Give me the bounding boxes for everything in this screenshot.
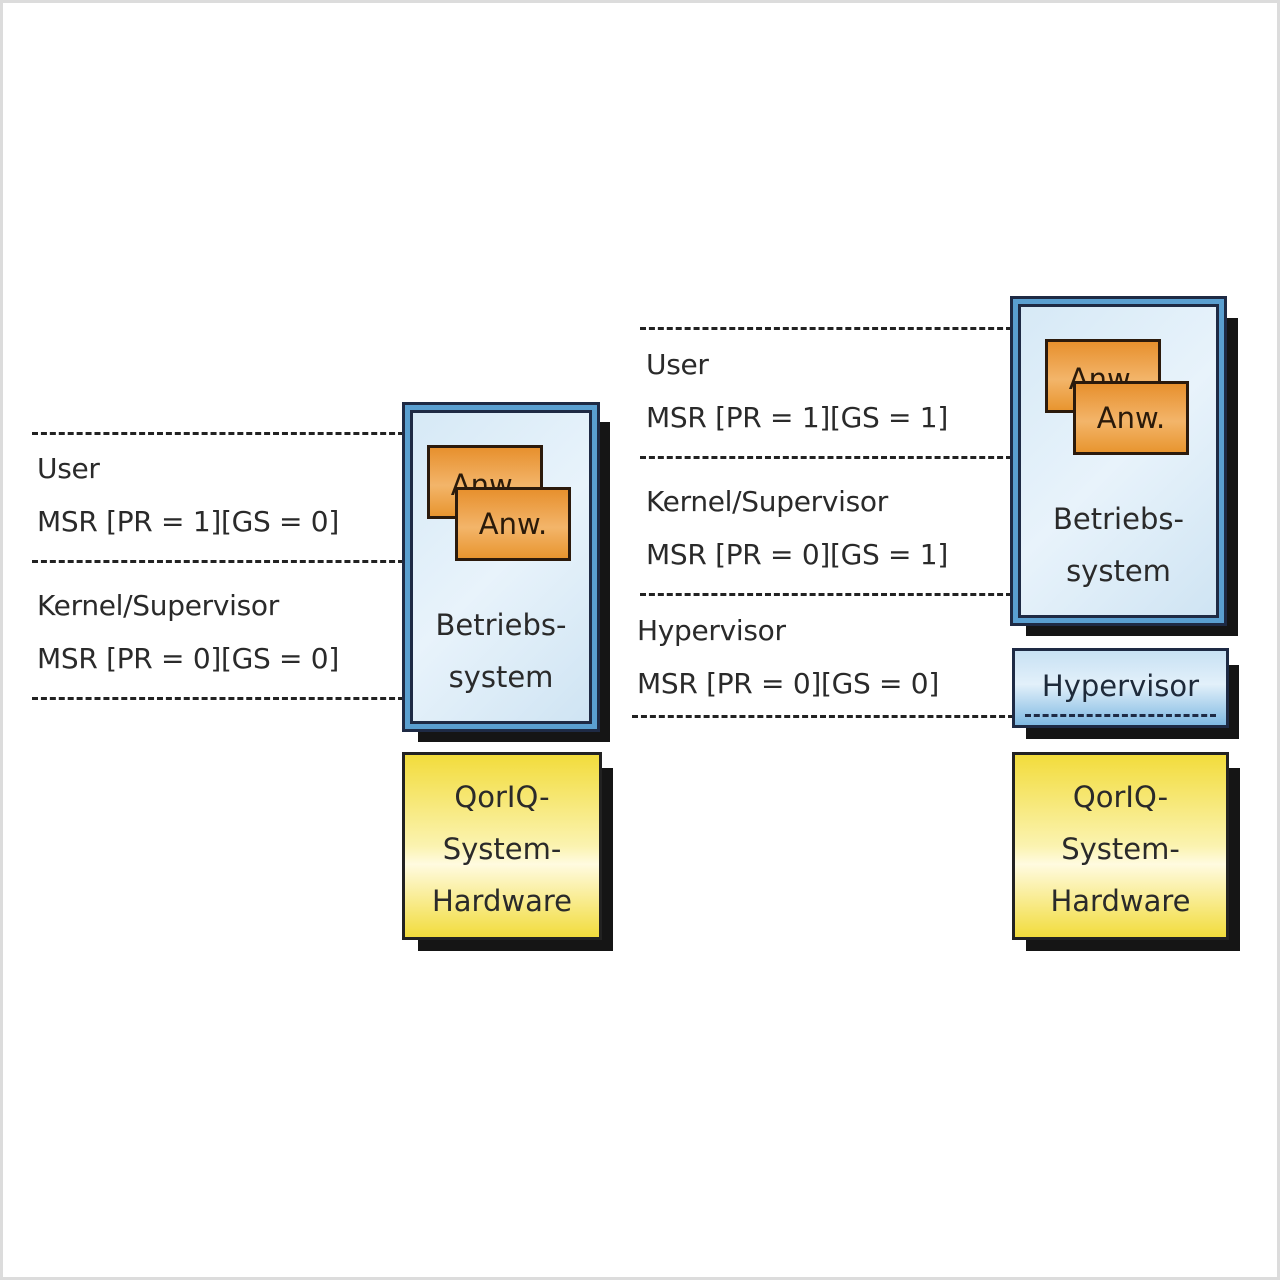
os-label-line1: Betriebs- bbox=[1053, 502, 1184, 536]
level-msr-hypervisor: MSR [PR = 0][GS = 0] bbox=[637, 667, 939, 700]
privilege-boundary-line bbox=[32, 432, 404, 435]
privilege-boundary-line bbox=[632, 715, 1014, 718]
application-box-front: Anw. bbox=[1073, 381, 1189, 455]
level-msr-user: MSR [PR = 1][GS = 0] bbox=[37, 505, 339, 538]
hardware-label-line1: QorIQ- bbox=[454, 780, 550, 814]
hardware-box: QorIQ- System- Hardware bbox=[402, 752, 602, 940]
level-label-kernel: Kernel/Supervisor bbox=[37, 589, 279, 622]
level-label-hypervisor: Hypervisor bbox=[637, 614, 786, 647]
hardware-label-line1: QorIQ- bbox=[1072, 780, 1169, 814]
privilege-boundary-line bbox=[640, 456, 1012, 459]
hardware-label-line3: Hardware bbox=[431, 884, 572, 918]
hardware-label-line3: Hardware bbox=[1050, 884, 1191, 918]
hardware-label-line2: System- bbox=[1061, 832, 1180, 866]
os-box: Anw. Anw. Betriebs- system bbox=[402, 402, 600, 732]
os-label-line2: system bbox=[448, 660, 554, 694]
privilege-boundary-line bbox=[32, 697, 404, 700]
level-label-kernel: Kernel/Supervisor bbox=[646, 485, 888, 518]
os-box: Anw. Anw. Betriebs- system bbox=[1010, 296, 1227, 626]
level-msr-kernel: MSR [PR = 0][GS = 1] bbox=[646, 538, 948, 571]
application-label: Anw. bbox=[1096, 401, 1166, 435]
privilege-boundary-line bbox=[32, 560, 404, 563]
privilege-boundary-line bbox=[1025, 714, 1216, 717]
level-msr-user: MSR [PR = 1][GS = 1] bbox=[646, 401, 948, 434]
hypervisor-box-label: Hypervisor bbox=[1041, 669, 1200, 703]
level-label-user: User bbox=[646, 348, 709, 381]
application-label: Anw. bbox=[478, 507, 548, 541]
level-msr-kernel: MSR [PR = 0][GS = 0] bbox=[37, 642, 339, 675]
hypervisor-box: Hypervisor bbox=[1012, 648, 1229, 728]
hardware-label-line2: System- bbox=[442, 832, 562, 866]
level-label-user: User bbox=[37, 452, 100, 485]
hardware-box: QorIQ- System- Hardware bbox=[1012, 752, 1229, 940]
os-label-line1: Betriebs- bbox=[435, 608, 567, 642]
privilege-boundary-line bbox=[640, 327, 1012, 330]
os-label-line2: system bbox=[1066, 554, 1171, 588]
privilege-boundary-line bbox=[640, 593, 1012, 596]
application-box-front: Anw. bbox=[455, 487, 571, 561]
